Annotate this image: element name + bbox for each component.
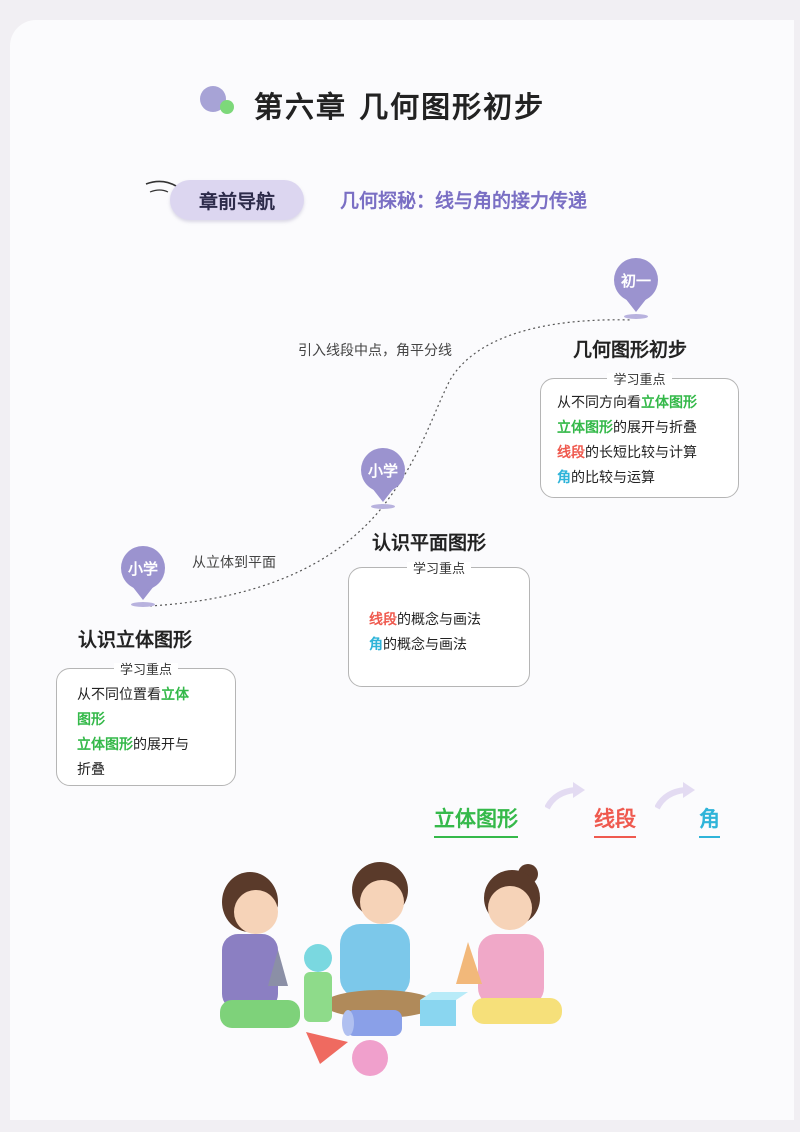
focus-text: 折叠 (77, 762, 105, 778)
focus-line: 角的比较与运算 (557, 466, 724, 491)
child-left-figure (220, 872, 300, 1028)
focus-text: 线段 (557, 445, 585, 461)
focus-line: 从不同方向看立体图形 (557, 391, 724, 416)
focus-text: 的比较与运算 (571, 470, 655, 486)
focus-text: 的长短比较与计算 (585, 445, 697, 461)
focus-text: 的展开与折叠 (613, 420, 697, 436)
focus-box-header: 学习重点 (607, 373, 672, 388)
focus-text: 的概念与画法 (383, 637, 467, 653)
focus-box-1: 学习重点 从不同位置看立体 图形 立体图形的展开与 折叠 (56, 663, 236, 786)
flow-item-solid: 立体图形 (434, 803, 518, 838)
flow-item-segment: 线段 (594, 803, 636, 838)
focus-line: 折叠 (77, 758, 221, 783)
flow-item-angle: 角 (699, 803, 720, 838)
focus-text: 立体图形 (557, 420, 613, 436)
stage-title-3: 几何图形初步 (573, 339, 688, 361)
focus-line: 立体图形的展开与 (77, 733, 221, 758)
focus-text: 线段 (369, 612, 397, 628)
focus-line: 角的概念与画法 (369, 633, 515, 658)
children-illustration (220, 862, 562, 1076)
focus-list-2: 线段的概念与画法 角的概念与画法 (369, 608, 515, 658)
stage-pin-3: 初一 (614, 258, 662, 319)
focus-list-3: 从不同方向看立体图形 立体图形的展开与折叠 线段的长短比较与计算 角的比较与运算 (557, 391, 724, 491)
stage-title-1: 认识立体图形 (78, 629, 193, 651)
focus-text: 角 (557, 470, 571, 486)
focus-text: 立体图形 (641, 395, 697, 411)
stage-pin-2: 小学 (361, 448, 409, 509)
flow-arrow-icon (655, 782, 695, 810)
child-right-figure (472, 864, 562, 1024)
focus-line: 线段的概念与画法 (369, 608, 515, 633)
flow-label: 立体图形 (434, 807, 518, 831)
focus-text: 图形 (77, 712, 105, 728)
flow-label: 角 (699, 807, 720, 831)
route-label-2: 引入线段中点，角平分线 (298, 343, 452, 359)
flow-label: 线段 (594, 807, 636, 831)
chapter-title: 第六章 几何图形初步 (254, 90, 546, 124)
child-middle-figure (324, 862, 436, 1018)
stage-pin-label: 初一 (620, 271, 651, 290)
focus-box-3: 学习重点 从不同方向看立体图形 立体图形的展开与折叠 线段的长短比较与计算 角的… (540, 373, 739, 498)
route-label-1: 从立体到平面 (192, 555, 276, 571)
nav-label: 章前导航 (170, 180, 304, 220)
focus-line: 图形 (77, 708, 221, 733)
stage-pin-1: 小学 (121, 546, 169, 607)
stage-title-2: 认识平面图形 (372, 532, 487, 554)
focus-box-2: 学习重点 线段的概念与画法 角的概念与画法 (348, 562, 530, 687)
nav-subtitle: 几何探秘：线与角的接力传递 (340, 190, 588, 212)
focus-box-header: 学习重点 (113, 663, 178, 678)
focus-text: 立体图形 (77, 737, 133, 753)
focus-text: 的概念与画法 (397, 612, 481, 628)
flow-arrow-icon (545, 782, 585, 810)
focus-line: 立体图形的展开与折叠 (557, 416, 724, 441)
focus-list-1: 从不同位置看立体 图形 立体图形的展开与 折叠 (77, 683, 221, 783)
focus-text: 从不同位置看 (77, 687, 161, 703)
title-dot-small-icon (220, 100, 234, 114)
stage-pin-label: 小学 (367, 461, 398, 480)
focus-box-header: 学习重点 (406, 562, 471, 577)
focus-text: 角 (369, 637, 383, 653)
focus-line: 线段的长短比较与计算 (557, 441, 724, 466)
stage-pin-label: 小学 (127, 559, 158, 578)
focus-line: 从不同位置看立体 (77, 683, 221, 708)
focus-text: 立体 (161, 687, 189, 703)
focus-text: 的展开与 (133, 737, 189, 753)
focus-text: 从不同方向看 (557, 395, 641, 411)
